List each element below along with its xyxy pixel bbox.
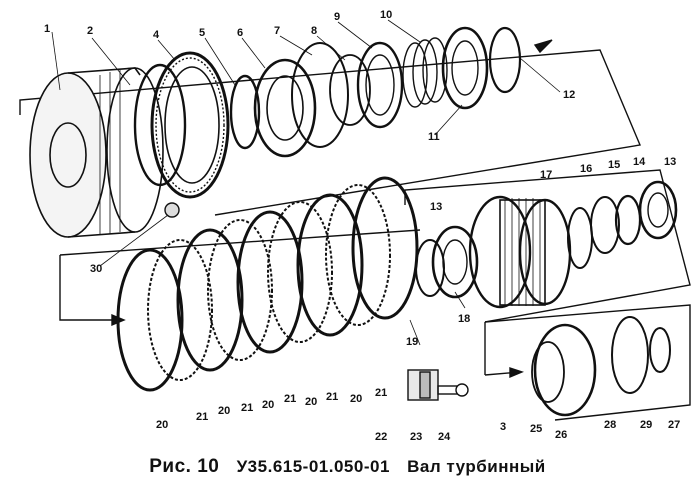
callout-4: 4 xyxy=(153,29,160,41)
part-26-hub xyxy=(531,323,597,417)
part-number: У35.615-01.050-01 xyxy=(236,457,390,476)
callout-21c: 21 xyxy=(284,393,296,405)
callout-18: 18 xyxy=(458,313,470,325)
assembly-frame-right xyxy=(404,169,691,323)
callout-30: 30 xyxy=(90,263,102,275)
callout-20a: 20 xyxy=(156,419,168,431)
callout-21e: 21 xyxy=(375,387,387,399)
figure-label: Рис. 10 xyxy=(149,456,220,477)
callout-20c: 20 xyxy=(262,399,274,411)
callout-28: 28 xyxy=(604,419,616,431)
callout-13b: 13 xyxy=(664,156,676,168)
figure-title: Вал турбинный xyxy=(407,457,546,476)
callout-24: 24 xyxy=(438,431,451,443)
callout-17: 17 xyxy=(540,169,552,181)
callout-6: 6 xyxy=(237,27,243,39)
callout-1: 1 xyxy=(44,23,50,35)
callout-15: 15 xyxy=(608,159,620,171)
callout-20d: 20 xyxy=(305,396,317,408)
callout-16: 16 xyxy=(580,163,592,175)
callout-21b: 21 xyxy=(241,402,253,414)
part-13-bearing-left xyxy=(431,225,479,299)
callout-5: 5 xyxy=(199,27,205,39)
part-6-bearing xyxy=(253,58,317,158)
callout-23: 23 xyxy=(410,431,422,443)
assembly-frame-upper xyxy=(19,49,641,216)
callout-13a: 13 xyxy=(430,201,442,213)
figure-caption: Рис. 10 У35.615-01.050-01 Вал турбинный xyxy=(0,456,695,478)
callout-20b: 20 xyxy=(218,405,230,417)
part-13-bearing-right xyxy=(638,180,678,240)
callout-7: 7 xyxy=(274,25,280,37)
part-4-ring xyxy=(150,51,230,199)
assembly-frame-lower xyxy=(484,304,691,421)
callout-8: 8 xyxy=(311,25,317,37)
part-17-gear xyxy=(468,195,572,309)
callout-20e: 20 xyxy=(350,393,362,405)
arrow-lower-icon xyxy=(509,367,524,379)
callout-22: 22 xyxy=(375,431,387,443)
callout-21a: 21 xyxy=(196,411,208,423)
callout-3: 3 xyxy=(500,421,506,433)
callout-25: 25 xyxy=(530,423,542,435)
callout-9: 9 xyxy=(334,11,340,23)
callout-2: 2 xyxy=(87,25,93,37)
part-11-bearing xyxy=(441,26,489,110)
callout-26: 26 xyxy=(555,429,567,441)
part-9-race xyxy=(356,41,404,129)
callout-27: 27 xyxy=(668,419,680,431)
assembly-frame-middle xyxy=(59,255,120,321)
callout-10: 10 xyxy=(380,9,392,21)
callout-11: 11 xyxy=(428,131,440,143)
callout-21d: 21 xyxy=(326,391,338,403)
callout-19: 19 xyxy=(406,336,418,348)
arrow-upper-icon xyxy=(533,39,553,54)
part-1-drum xyxy=(29,67,164,238)
callout-14: 14 xyxy=(633,156,646,168)
callout-29: 29 xyxy=(640,419,652,431)
part-10-spring xyxy=(402,37,448,108)
clutch-pack xyxy=(116,176,419,392)
callout-12a: 12 xyxy=(563,89,575,101)
